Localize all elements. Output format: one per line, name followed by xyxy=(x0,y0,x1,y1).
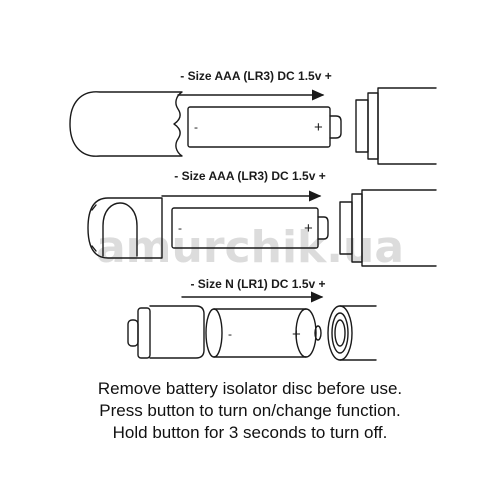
finger-cap-detail xyxy=(102,202,138,257)
row-3-n-battery-assembly xyxy=(127,291,377,361)
battery-aaa-2 xyxy=(171,207,329,249)
positive-sign: + xyxy=(314,119,323,136)
housing-1 xyxy=(355,87,437,165)
battery-size-label: - Size AAA (LR3) DC 1.5v + xyxy=(180,69,331,83)
battery-size-label: - Size N (LR1) DC 1.5v + xyxy=(190,277,325,291)
positive-sign: + xyxy=(304,220,313,237)
battery-aaa-1 xyxy=(187,106,342,148)
battery-n xyxy=(205,308,322,358)
negative-sign: - xyxy=(228,327,232,341)
instruction-line: Press button to turn on/change function. xyxy=(99,401,401,420)
positive-sign: + xyxy=(292,326,301,343)
row-1-aaa-battery-assembly xyxy=(69,87,437,165)
row-2-aaa-battery-assembly xyxy=(87,189,437,267)
instruction-line: Hold button for 3 seconds to turn off. xyxy=(112,423,388,442)
housing-3 xyxy=(327,305,377,361)
bullet-end-cap xyxy=(127,305,205,359)
finger-end-cap xyxy=(87,197,163,259)
housing-2 xyxy=(339,189,437,267)
instruction-line: Remove battery isolator disc before use. xyxy=(97,379,403,398)
instructions-text: Remove battery isolator disc before use.… xyxy=(0,378,500,444)
negative-sign: - xyxy=(194,120,198,134)
negative-sign: - xyxy=(178,221,182,235)
battery-size-label: - Size AAA (LR3) DC 1.5v + xyxy=(174,169,325,183)
wavy-end-cap xyxy=(69,91,183,157)
